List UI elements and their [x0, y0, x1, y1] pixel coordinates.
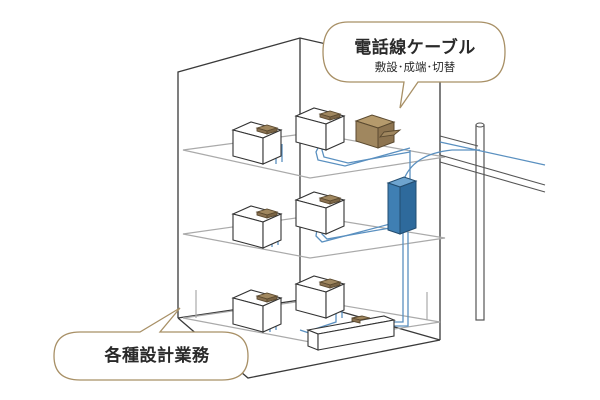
ground-floor-desk: [306, 315, 396, 351]
network-rack: [386, 176, 418, 235]
office-equipment-top-left: [232, 121, 282, 165]
outside-lines: [439, 135, 546, 193]
callout-design-title: 各種設計業務: [104, 346, 210, 366]
office-equipment-ground-right: [295, 275, 345, 319]
utility-pole: [475, 122, 485, 321]
callout-cable-subtitle: 敷設･成端･切替: [374, 60, 456, 74]
office-equipment-middle-left: [232, 205, 282, 249]
office-equipment-middle-right: [295, 191, 345, 235]
office-equipment-top-right: [295, 107, 345, 151]
callout-cable-title: 電話線ケーブル: [354, 38, 476, 58]
telephone-exchange-box: [354, 114, 402, 149]
callout-cable-bubble: [322, 21, 506, 109]
office-equipment-ground-left: [232, 289, 282, 333]
ground-marks: [195, 290, 428, 320]
incoming-cable: [402, 141, 546, 183]
callout-design-bubble: [53, 307, 249, 381]
